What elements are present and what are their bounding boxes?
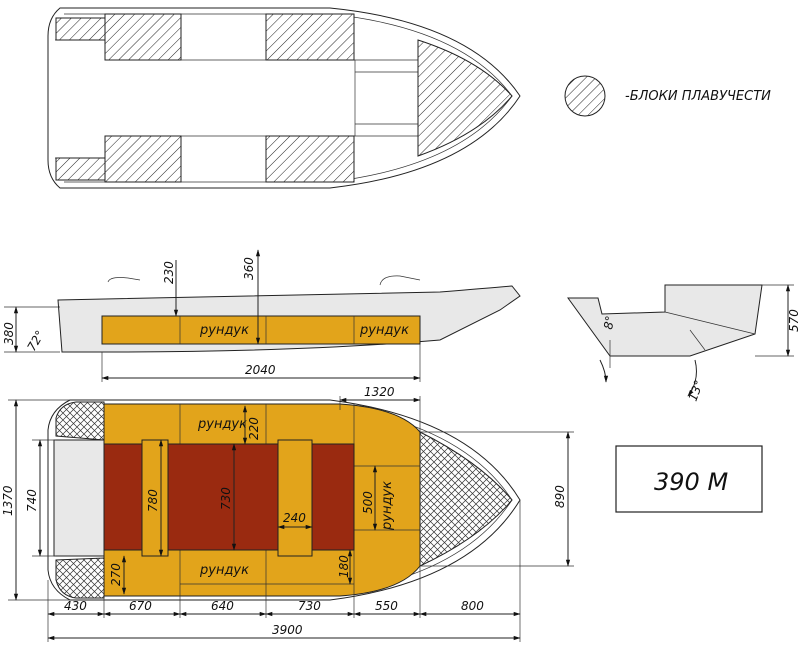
side-locker-label: рундук <box>359 323 409 338</box>
thwart <box>141 439 169 557</box>
net-left-bottom <box>55 557 105 599</box>
float-block-bow <box>417 39 513 157</box>
angle-13: 13° <box>686 378 706 403</box>
dim-780: 780 <box>146 489 160 512</box>
thwart <box>277 439 313 557</box>
dim-chain-value: 670 <box>129 599 152 613</box>
model-box: 390 M <box>615 445 763 513</box>
dim-730v: 730 <box>219 487 233 510</box>
plan-view: рундук рундук рундук 220 780 730 240 500… <box>1 385 574 642</box>
float-block <box>104 135 182 183</box>
dim-chain-value: 730 <box>298 599 321 613</box>
dim-chain-value: 640 <box>211 599 234 613</box>
top-plan-view <box>47 7 521 189</box>
dim-740: 740 <box>25 489 39 512</box>
transom-view: 8° 13° 570 <box>567 284 800 403</box>
dim-380: 380 <box>2 322 16 345</box>
dim-270: 270 <box>109 563 123 586</box>
dim-total-length: 3900 <box>272 623 303 637</box>
net-left-top <box>55 401 105 441</box>
dim-500: 500 <box>361 491 375 514</box>
locker-label-bottom: рундук <box>199 563 249 578</box>
float-block <box>265 13 355 61</box>
bottom-dimension-chain: 430 670 640 730 550 800 3900 <box>47 500 521 642</box>
legend: -БЛОКИ ПЛАВУЧЕСТИ <box>564 75 771 117</box>
dim-180: 180 <box>337 555 351 578</box>
locker-label-front: рундук <box>380 481 395 531</box>
side-locker-label: рундук <box>199 323 249 338</box>
locker-label-top: рундук <box>197 417 247 432</box>
dim-chain-value: 800 <box>461 599 484 613</box>
dim-2040: 2040 <box>245 363 276 377</box>
angle-72: 72° <box>24 328 47 353</box>
net-bow <box>419 431 513 567</box>
dim-220: 220 <box>247 417 261 440</box>
side-locker-strip <box>101 315 421 345</box>
dim-240: 240 <box>283 511 306 525</box>
dim-360: 360 <box>242 257 256 280</box>
float-block <box>265 135 355 183</box>
legend-hatch-circle <box>564 75 606 117</box>
transom-seat <box>53 439 105 557</box>
float-block <box>55 157 107 181</box>
angle-8: 8° <box>601 315 617 331</box>
side-view: рундук рундук 230 360 380 72° 2040 <box>2 249 521 382</box>
model-name: 390 M <box>654 468 728 496</box>
dim-1370: 1370 <box>1 485 15 516</box>
dim-230: 230 <box>162 261 176 284</box>
dim-1320: 1320 <box>364 385 395 399</box>
float-block <box>104 13 182 61</box>
legend-label: -БЛОКИ ПЛАВУЧЕСТИ <box>625 89 771 104</box>
dim-chain-value: 430 <box>64 599 87 613</box>
dim-570: 570 <box>787 309 800 332</box>
dim-890: 890 <box>553 485 567 508</box>
float-block <box>55 17 107 41</box>
dim-chain-value: 550 <box>375 599 398 613</box>
